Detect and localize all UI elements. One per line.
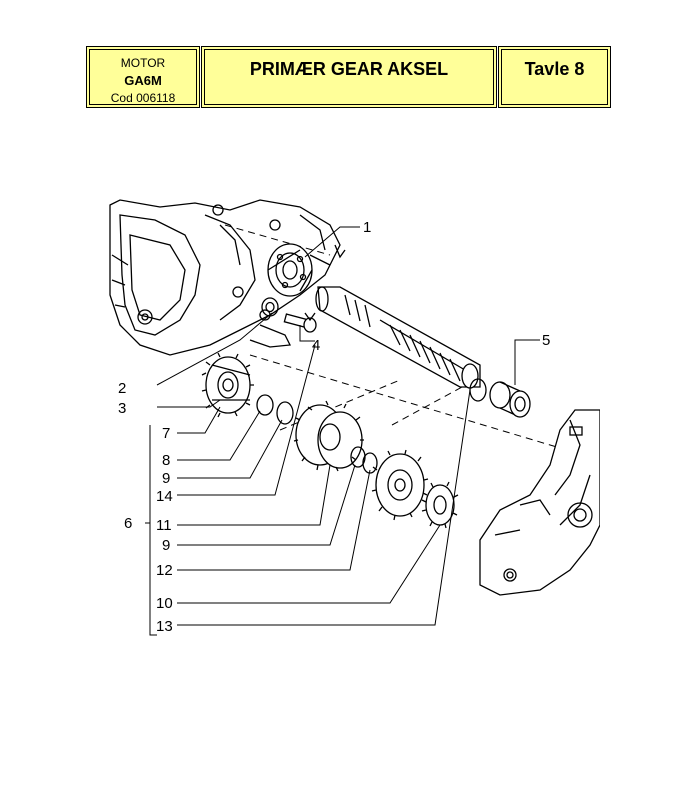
locating-pin bbox=[334, 244, 346, 259]
callout-1: 1 bbox=[363, 219, 371, 236]
needle-bushing-5 bbox=[489, 381, 531, 418]
callout-10: 10 bbox=[156, 595, 173, 612]
callout-9: 9 bbox=[162, 470, 170, 487]
model-code: Cod 006118 bbox=[110, 91, 176, 105]
callout-14: 14 bbox=[156, 488, 173, 505]
callout-11: 11 bbox=[156, 517, 172, 534]
callout-12: 12 bbox=[156, 562, 173, 579]
ball-bearing bbox=[267, 243, 313, 297]
plate-number: Tavle 8 bbox=[524, 59, 585, 79]
primary-shaft bbox=[315, 286, 481, 389]
header-title-box: PRIMÆR GEAR AKSEL bbox=[201, 46, 497, 108]
callout-13: 13 bbox=[156, 618, 173, 635]
header-model-box: MOTOR GA6M Cod 006118 bbox=[86, 46, 200, 108]
gear-10 bbox=[371, 449, 429, 521]
circlip-9 bbox=[276, 401, 294, 425]
header-plate-box: Tavle 8 bbox=[498, 46, 611, 108]
right-crankcase bbox=[479, 409, 600, 596]
callout-8: 8 bbox=[162, 452, 170, 469]
motor-label: MOTOR bbox=[120, 56, 166, 70]
gear-3 bbox=[201, 352, 254, 418]
callout-7: 7 bbox=[162, 425, 170, 442]
page-title: PRIMÆR GEAR AKSEL bbox=[249, 59, 449, 79]
spacer-12 bbox=[362, 452, 378, 474]
retaining-bolt bbox=[283, 312, 317, 333]
callout-5: 5 bbox=[542, 332, 550, 349]
exploded-parts-diagram: 1 2 3 4 5 6 7 8 9 14 11 9 12 10 13 bbox=[109, 199, 600, 636]
washer bbox=[261, 297, 279, 317]
model-name: GA6M bbox=[124, 73, 162, 88]
leader-lines bbox=[145, 226, 540, 636]
callout-6: 6 bbox=[124, 515, 132, 532]
callout-9b: 9 bbox=[162, 537, 170, 554]
gear-11 bbox=[293, 400, 364, 472]
left-crankcase bbox=[109, 199, 341, 356]
ring-8 bbox=[256, 394, 274, 416]
callout-labels: 1 2 3 4 5 6 7 8 9 14 11 9 12 10 13 bbox=[118, 219, 550, 635]
callout-3: 3 bbox=[118, 400, 126, 417]
callout-4: 4 bbox=[312, 337, 320, 354]
callout-2: 2 bbox=[118, 380, 126, 397]
